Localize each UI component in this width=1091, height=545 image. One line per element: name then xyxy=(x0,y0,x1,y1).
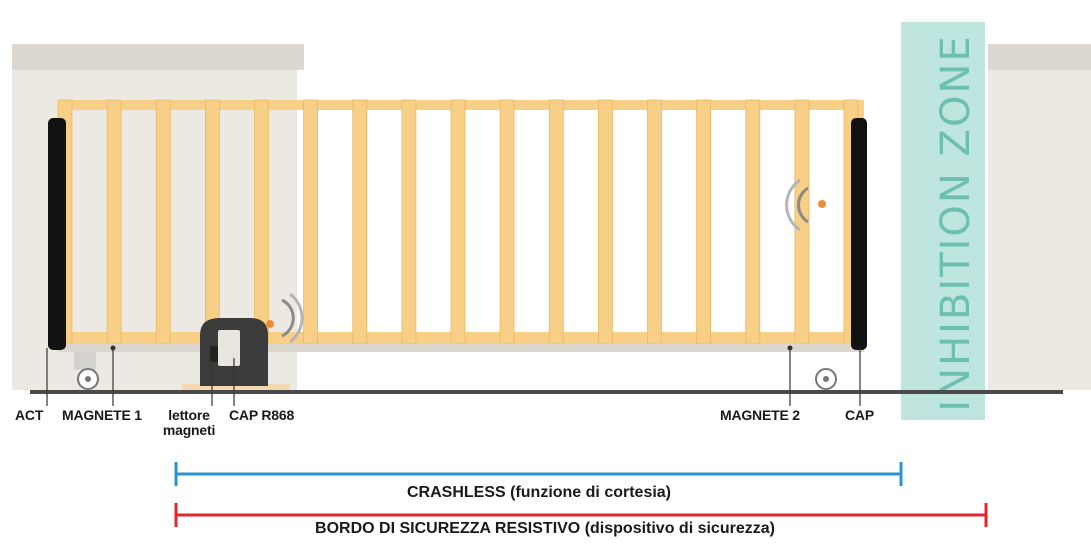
gate-bar xyxy=(450,99,466,345)
label-lettore-magneti: lettore magneti xyxy=(158,408,220,438)
gate-bar xyxy=(352,99,368,345)
sensor-right-dot xyxy=(818,200,826,208)
inhibition-zone: INHIBITION ZONE xyxy=(901,22,985,420)
gate-bar xyxy=(401,99,417,345)
inhibition-zone-area xyxy=(901,22,985,420)
label-magneti: magneti xyxy=(162,422,216,438)
bordo-label: BORDO DI SICUREZZA RESISTIVO (dispositiv… xyxy=(315,520,775,537)
magnete2-marker xyxy=(787,345,793,351)
gate-bar xyxy=(598,99,613,345)
gate-bar xyxy=(499,99,515,345)
magnete1-marker xyxy=(110,345,116,351)
gate-bar xyxy=(303,99,319,345)
label-magnete-2: MAGNETE 2 xyxy=(720,407,800,423)
crashless-label: CRASHLESS (funzione di cortesia) xyxy=(406,484,672,501)
gate-motor xyxy=(182,318,290,394)
gate-rack xyxy=(58,344,864,352)
gate-bar xyxy=(254,99,269,345)
label-cap: CAP xyxy=(845,407,874,423)
sensor-right xyxy=(785,178,826,232)
right-wall xyxy=(988,44,1091,390)
right-wall-cap xyxy=(988,44,1091,70)
label-magnete-1: MAGNETE 1 xyxy=(62,407,142,423)
label-lettore: lettore xyxy=(168,407,210,423)
gate-bar xyxy=(106,99,122,345)
cap-edge xyxy=(851,118,867,350)
act-edge xyxy=(48,118,66,350)
left-wall-cap xyxy=(12,44,304,70)
inhibition-zone-text: INHIBITION ZONE xyxy=(933,34,979,411)
gate-bar xyxy=(155,99,171,345)
gate-bar xyxy=(745,99,761,345)
magnet-reader xyxy=(210,346,218,362)
label-cap-r868: CAP R868 xyxy=(229,407,295,423)
ground-line xyxy=(30,390,1063,394)
crashless-range xyxy=(174,462,903,486)
bordo-range xyxy=(174,503,988,527)
wheel-right xyxy=(815,368,837,390)
sensor-left-dot xyxy=(266,320,274,328)
motor-cover xyxy=(218,330,240,366)
label-leaders xyxy=(46,348,861,406)
label-act: ACT xyxy=(15,407,44,423)
gate-bar xyxy=(696,99,711,345)
wheel-left xyxy=(74,352,99,390)
right-wall-body xyxy=(988,70,1091,390)
gate-bar xyxy=(204,99,220,345)
motor-base-plate xyxy=(182,384,290,394)
gate-bar xyxy=(548,99,564,345)
gate-bar xyxy=(647,99,662,345)
sensor-left xyxy=(266,292,304,344)
